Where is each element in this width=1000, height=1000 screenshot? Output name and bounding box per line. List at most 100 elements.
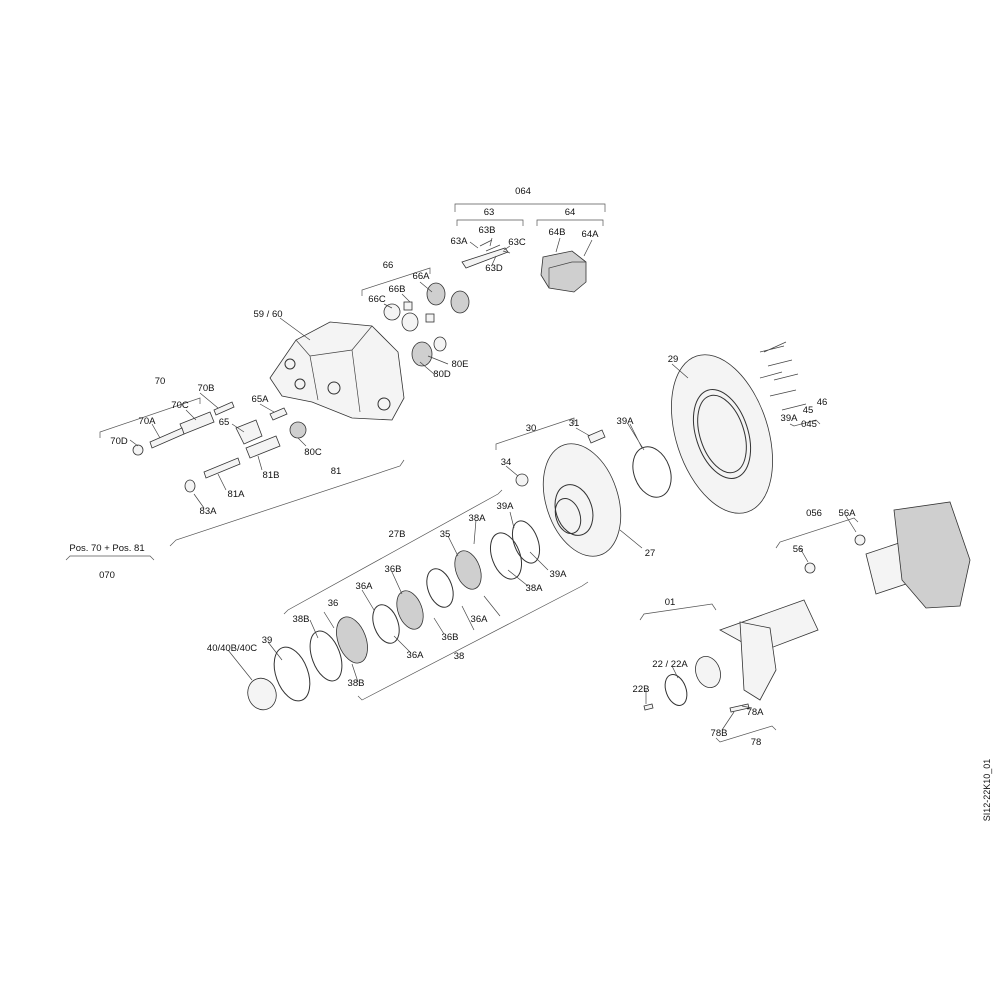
sensor-ring-part xyxy=(664,674,688,706)
label-83A: 83A xyxy=(200,506,218,517)
label-22B: 22B xyxy=(633,684,650,695)
pin-70B-part xyxy=(213,401,235,416)
label-56: 56 xyxy=(793,544,804,555)
screw-78A-part xyxy=(729,703,750,713)
o-ring-39-part xyxy=(273,646,311,702)
label-56A: 56A xyxy=(839,508,857,519)
label-01: 01 xyxy=(665,597,676,608)
wheel-stud-part xyxy=(587,429,606,444)
label-36B-bottom: 36B xyxy=(442,632,459,643)
label-63: 63 xyxy=(484,207,495,218)
label-45: 45 xyxy=(803,405,814,416)
document-id: SI12-22K10_01 xyxy=(982,759,992,822)
label-59-60: 59 / 60 xyxy=(253,309,282,320)
label-38B-bottom: 38B xyxy=(348,678,365,689)
guide-sleeve-part xyxy=(179,411,215,435)
guide-pin-part xyxy=(149,427,185,449)
wheel-hub xyxy=(495,417,672,557)
label-46: 46 xyxy=(817,397,828,408)
label-70C: 70C xyxy=(171,400,189,411)
bellows-part xyxy=(426,282,446,306)
bushing-part xyxy=(433,336,447,352)
bellows-80C-part xyxy=(289,421,307,439)
label-070: 070 xyxy=(99,570,115,581)
tappet-part-2 xyxy=(383,303,401,321)
label-31: 31 xyxy=(569,418,580,429)
bolt-56A-part xyxy=(854,534,866,546)
label-81: 81 xyxy=(331,466,342,477)
label-36A-top: 36A xyxy=(356,581,374,592)
label-70: 70 xyxy=(155,376,166,387)
label-66B: 66B xyxy=(389,284,406,295)
label-27B: 27B xyxy=(389,529,406,540)
tappet-group xyxy=(361,267,470,332)
brake-actuator xyxy=(775,501,971,609)
label-38A-bottom: 38A xyxy=(526,583,544,594)
caliper-housing xyxy=(269,321,447,421)
label-34: 34 xyxy=(501,457,512,468)
label-39A-bolts: 39A xyxy=(781,413,799,424)
bolt-56-part xyxy=(804,562,816,574)
label-70D: 70D xyxy=(110,436,128,447)
label-65A: 65A xyxy=(252,394,270,405)
label-39A-top: 39A xyxy=(497,501,515,512)
label-40: 40/40B/40C xyxy=(207,643,257,654)
brake-disc xyxy=(671,354,773,514)
label-045: 045 xyxy=(801,419,817,430)
pad-retainer-part xyxy=(461,247,509,269)
label-81A: 81A xyxy=(228,489,246,500)
screw-22B-part xyxy=(643,703,654,711)
label-64A: 64A xyxy=(582,229,600,240)
nut-part xyxy=(515,473,529,487)
bushing-65-part xyxy=(235,419,263,445)
label-36: 36 xyxy=(328,598,339,609)
bearing-group xyxy=(247,489,589,711)
label-39A-bottom: 39A xyxy=(550,569,568,580)
label-78B: 78B xyxy=(711,728,728,739)
tappet-part xyxy=(401,312,419,332)
label-29: 29 xyxy=(668,354,679,365)
guide-pin-group xyxy=(65,397,405,561)
label-38B-top: 38B xyxy=(293,614,310,625)
label-70B: 70B xyxy=(198,383,215,394)
label-39: 39 xyxy=(262,635,273,646)
label-38A-top: 38A xyxy=(469,513,487,524)
o-ring-39A-part xyxy=(632,446,672,498)
label-pos-70-81: Pos. 70 + Pos. 81 xyxy=(69,543,144,554)
label-80D: 80D xyxy=(433,369,451,380)
label-63D: 63D xyxy=(485,263,503,274)
label-70A: 70A xyxy=(139,416,157,427)
label-39A-hub: 39A xyxy=(617,416,635,427)
bolt-part-2 xyxy=(425,313,435,323)
label-36A-mid: 36A xyxy=(471,614,489,625)
bushing-65A-part xyxy=(269,407,288,421)
label-36A-bottom: 36A xyxy=(407,650,425,661)
label-80C: 80C xyxy=(304,447,322,458)
label-27: 27 xyxy=(645,548,656,559)
label-64: 64 xyxy=(565,207,576,218)
label-78: 78 xyxy=(751,737,762,748)
label-056: 056 xyxy=(806,508,822,519)
cap-83A-part xyxy=(184,479,196,493)
hub-cap-part xyxy=(247,677,277,711)
label-35: 35 xyxy=(440,529,451,540)
pin-81B-part xyxy=(245,435,281,459)
part-labels: 064 63 64 63A 63B 63C 63D 64B 64A 66 66A… xyxy=(69,186,856,748)
cap-part xyxy=(132,444,144,456)
bolt-part xyxy=(403,301,413,311)
label-65: 65 xyxy=(219,417,230,428)
bellows-part-2 xyxy=(450,290,470,314)
axle-beam xyxy=(639,599,819,743)
brake-pad-group xyxy=(454,203,606,293)
label-63A: 63A xyxy=(451,236,469,247)
leader-lines xyxy=(129,237,857,731)
label-30: 30 xyxy=(526,423,537,434)
pin-81A-part xyxy=(203,457,241,479)
label-63B: 63B xyxy=(479,225,496,236)
label-66C: 66C xyxy=(368,294,386,305)
brake-pad-part xyxy=(540,250,587,293)
label-63C: 63C xyxy=(508,237,526,248)
label-81B: 81B xyxy=(263,470,280,481)
label-66A: 66A xyxy=(413,271,431,282)
